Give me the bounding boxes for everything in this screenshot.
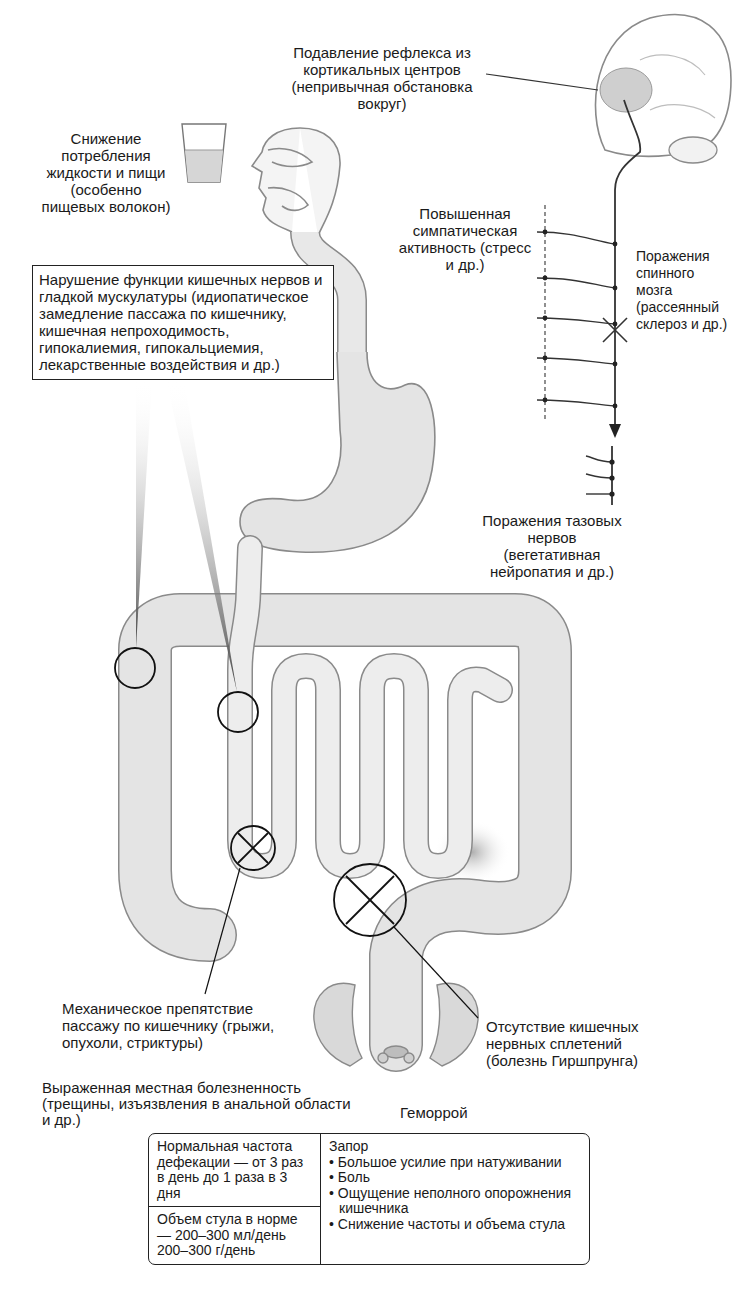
callout-label: Подавление рефлекса из кортикальных цент… (280, 44, 484, 112)
glass-icon (182, 124, 226, 182)
table-cell: Запор (329, 1139, 579, 1155)
brain (595, 15, 731, 163)
callout-label: Поражения спинного мозга (рассеянный скл… (636, 248, 733, 333)
callout-label: Геморрой (400, 1104, 490, 1121)
head-outline (252, 128, 340, 236)
callout-label: Повышенная симпатическая активность (стр… (395, 205, 535, 273)
table-cell: • Большое усилие при натуживании (329, 1155, 579, 1171)
cause-box: Нарушение функции кишечных нервов и глад… (32, 265, 334, 380)
pelvis (314, 983, 478, 1066)
table-cell: Нормальная частота дефекации — от 3 раз … (149, 1134, 320, 1206)
table-column: Нормальная частота дефекации — от 3 раз … (149, 1134, 321, 1264)
callout-label: Механическое препятствие пассажу по кише… (62, 1000, 312, 1051)
table-cell: • Ощущение неполного опорожнения кишечни… (329, 1186, 579, 1217)
table-cell: • Боль (329, 1170, 579, 1186)
sympathetic-nerves (537, 205, 617, 420)
table-cell: • Снижение частоты и объема стула (329, 1217, 579, 1233)
highlight-rays (136, 380, 237, 692)
callout-label: Выраженная местная болезненность (трещин… (42, 1080, 352, 1128)
callout-label: Отсутствие кишечных нервных сплетений (б… (486, 1018, 666, 1069)
callout-label: Поражения тазовых нервов (вегетативная н… (482, 512, 622, 580)
lesion-circles (115, 648, 478, 1018)
table-cell: Объем стула в норме — 200–300 мл/день 20… (149, 1206, 320, 1264)
summary-table-box: Нормальная частота дефекации — от 3 раз … (148, 1133, 590, 1265)
table-column: Запор• Большое усилие при натуживании• Б… (321, 1134, 589, 1264)
callout-label: Снижение потребления жидкости и пищи (ос… (40, 130, 172, 215)
spinal-cord (486, 74, 640, 505)
box-text: Нарушение функции кишечных нервов и глад… (39, 271, 327, 373)
